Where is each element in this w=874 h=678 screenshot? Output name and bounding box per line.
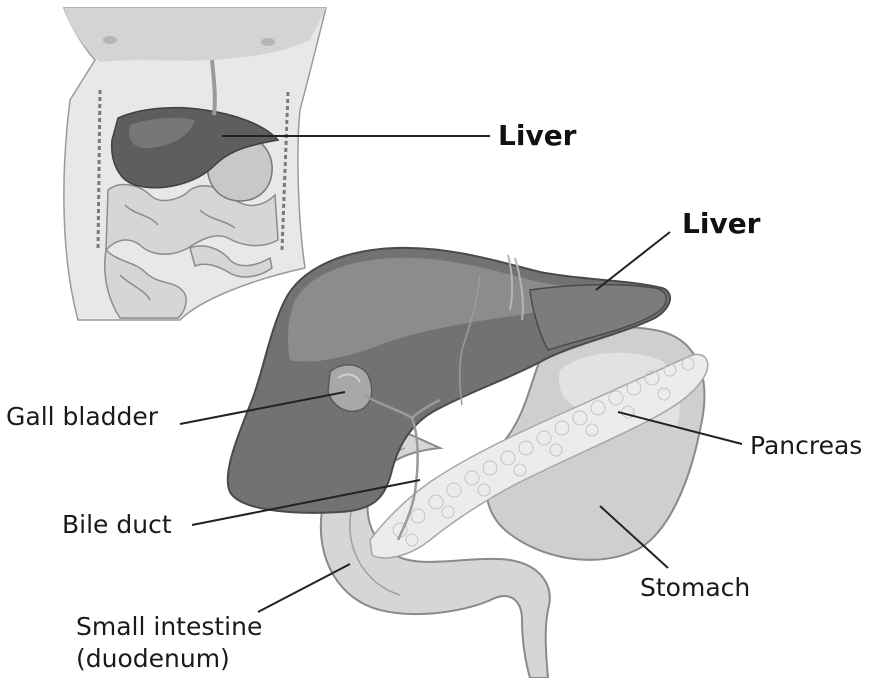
label-liver-torso: Liver bbox=[498, 120, 577, 152]
label-small-intestine-line2: (duodenum) bbox=[76, 645, 230, 674]
organs-illustration bbox=[228, 248, 708, 678]
torso-illustration bbox=[64, 8, 326, 320]
leader-liver-main bbox=[596, 232, 670, 290]
right-nipple bbox=[261, 38, 275, 46]
left-nipple bbox=[103, 36, 117, 44]
label-liver-main: Liver bbox=[682, 208, 761, 240]
label-pancreas: Pancreas bbox=[750, 432, 862, 461]
cavity-left-edge bbox=[98, 90, 100, 250]
label-gall-bladder: Gall bladder bbox=[6, 403, 158, 432]
gall-bladder-shape bbox=[328, 365, 372, 411]
label-small-intestine-line1: Small intestine bbox=[76, 613, 262, 642]
label-stomach: Stomach bbox=[640, 574, 750, 603]
leader-small-intestine bbox=[258, 564, 350, 612]
label-bile-duct: Bile duct bbox=[62, 511, 172, 540]
